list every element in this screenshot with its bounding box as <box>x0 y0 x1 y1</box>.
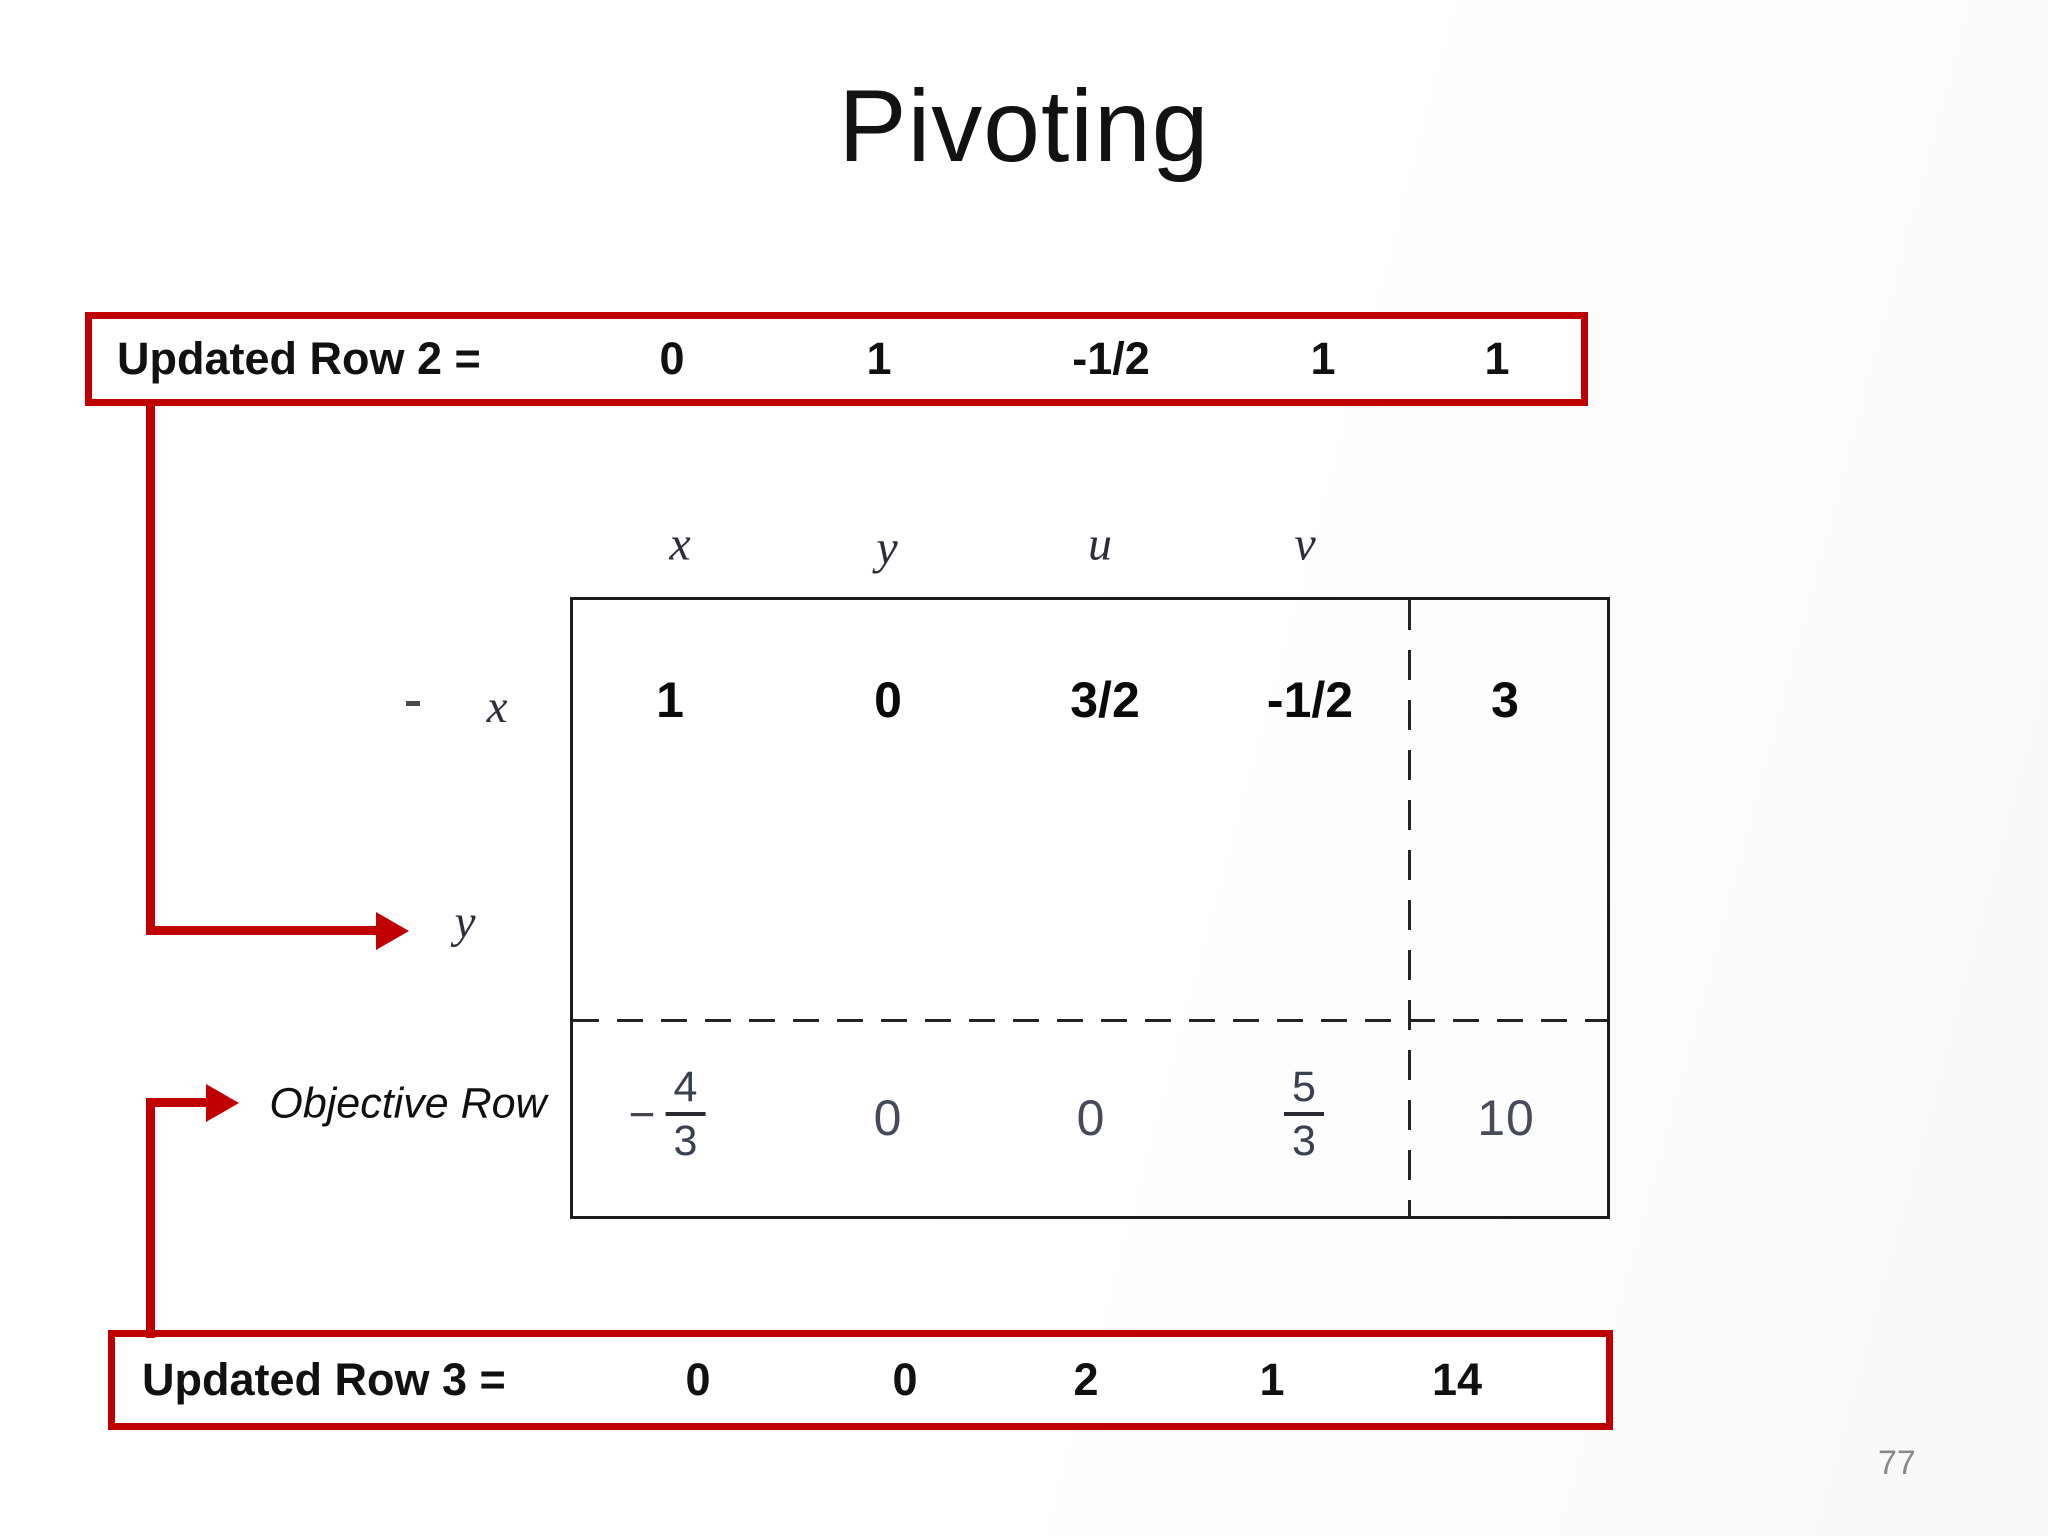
row-label-y: y <box>454 896 476 948</box>
objective-cell: 0 <box>873 1090 903 1146</box>
row-label-x: x <box>486 681 508 733</box>
tableau-cell: 0 <box>874 672 902 728</box>
objective-rhs-cell: 10 <box>1477 1090 1535 1146</box>
updated-row-2-label: Updated Row 2 = <box>117 333 481 384</box>
column-header-u: u <box>1088 517 1112 571</box>
slide-title: Pivoting <box>838 69 1210 183</box>
page-number: 77 <box>1878 1444 1916 1482</box>
tableau-cell: 3/2 <box>1070 672 1140 728</box>
updated-row-3-value: 0 <box>892 1354 918 1405</box>
objective-row-label: Objective Row <box>269 1079 547 1128</box>
arrow-row2-vertical-line <box>146 403 155 935</box>
updated-row-3-value: 2 <box>1073 1354 1099 1405</box>
fraction-numerator: 5 <box>1292 1063 1316 1111</box>
tableau-rhs-divider <box>1408 600 1411 1216</box>
tableau-cell: -1/2 <box>1266 672 1354 728</box>
stray-mark <box>406 701 420 706</box>
simplex-tableau <box>570 597 1610 1219</box>
tableau-cell: 1 <box>656 672 684 728</box>
tableau-objective-divider <box>573 1019 1607 1022</box>
fraction-denominator: 3 <box>1292 1117 1316 1165</box>
tableau-rhs-cell: 3 <box>1491 672 1519 728</box>
fraction-numerator: 4 <box>673 1063 698 1111</box>
updated-row-2-value: 0 <box>659 333 685 384</box>
updated-row-3-label: Updated Row 3 = <box>142 1354 506 1405</box>
updated-row-3-value: 1 <box>1259 1354 1285 1405</box>
fraction-bar <box>665 1112 706 1116</box>
updated-row-2-value: 1 <box>1310 333 1336 384</box>
fraction-sign: − <box>628 1088 656 1140</box>
arrow-row2-horizontal-line <box>146 926 378 935</box>
objective-cell-fraction: 5 3 <box>1284 1064 1324 1164</box>
fraction-bar <box>1284 1112 1324 1116</box>
updated-row-2-value: 1 <box>866 333 892 384</box>
fraction-denominator: 3 <box>673 1117 698 1165</box>
arrow-row3-horizontal-line <box>146 1098 208 1107</box>
updated-row-3-box: Updated Row 3 = 0 0 2 1 14 <box>108 1330 1613 1430</box>
objective-cell: 0 <box>1076 1090 1106 1146</box>
updated-row-2-box: Updated Row 2 = 0 1 -1/2 1 1 <box>85 312 1588 406</box>
fraction-stack: 4 3 <box>665 1063 706 1165</box>
column-header-y: y <box>876 521 898 575</box>
arrow-row3-vertical-line <box>146 1100 155 1338</box>
column-header-x: x <box>669 517 691 571</box>
updated-row-2-value: -1/2 <box>1072 333 1150 384</box>
column-header-v: v <box>1294 517 1316 571</box>
updated-row-3-value: 0 <box>685 1354 711 1405</box>
updated-row-3-value: 14 <box>1431 1354 1483 1405</box>
arrow-row2-head-icon <box>376 912 409 950</box>
updated-row-2-value: 1 <box>1484 333 1510 384</box>
fraction-stack: 5 3 <box>1284 1064 1324 1164</box>
arrow-row3-head-icon <box>206 1084 239 1122</box>
objective-cell-fraction: − 4 3 <box>629 1064 706 1164</box>
